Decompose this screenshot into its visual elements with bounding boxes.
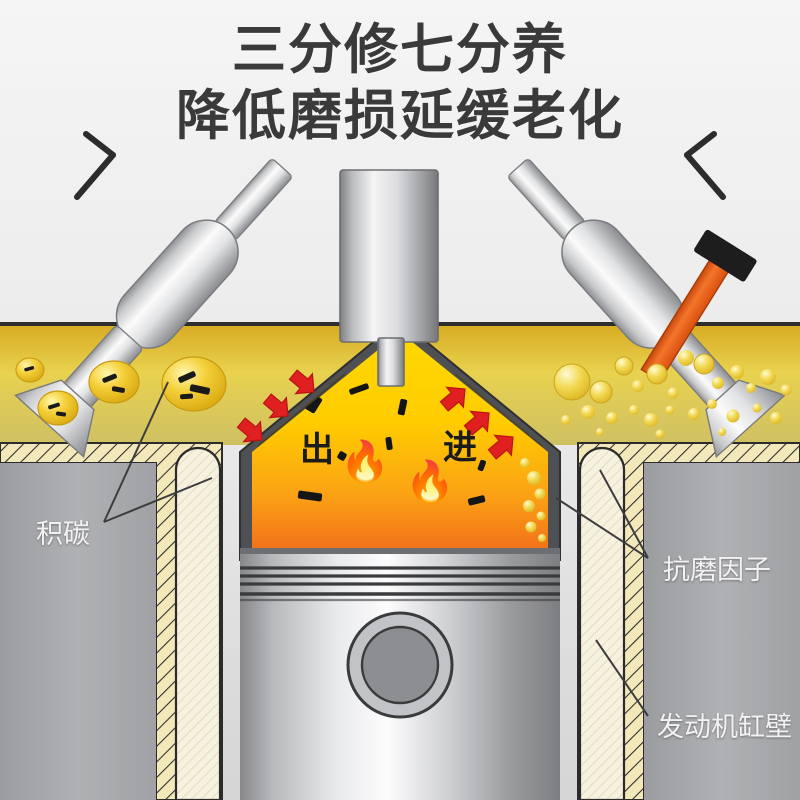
engine-interior [0,463,800,800]
droplet [88,360,140,404]
piston-rings [240,566,560,602]
droplet [37,390,79,426]
spark-plug [339,169,439,387]
exhaust-label: 出 [300,430,334,470]
piston [240,548,560,800]
intake-arrows [439,386,514,460]
chamber-droplets [520,458,546,542]
chamber-contents [297,383,546,542]
carbon-flakes [297,383,486,506]
callout-antiwear-factor: 抗磨因子 [663,555,771,586]
droplet [15,357,45,383]
fuel-injector [640,229,757,383]
wrist-pin [346,611,454,719]
valve-spring-retainer [684,131,726,200]
combustion-chamber [236,318,561,561]
headline-line-1: 三分修七分养 [232,18,568,81]
callout-leader-lines [103,381,649,717]
carbon-oil-droplets [15,356,227,426]
callout-cylinder-wall: 发动机缸壁 [657,712,792,743]
antiwear-oil-bubbles [553,350,792,439]
callout-carbon-deposit: 积碳 [36,519,90,550]
headline-line-2: 降低磨损延缓老化 [176,84,624,147]
valve-spring-retainer [74,131,116,200]
flame-icon: 🔥 [405,459,455,505]
exhaust-valve [13,131,292,459]
flame-icon: 🔥 [340,439,390,485]
exhaust-arrows [236,369,315,443]
droplet [161,356,227,412]
intake-label: 进 [443,428,477,468]
